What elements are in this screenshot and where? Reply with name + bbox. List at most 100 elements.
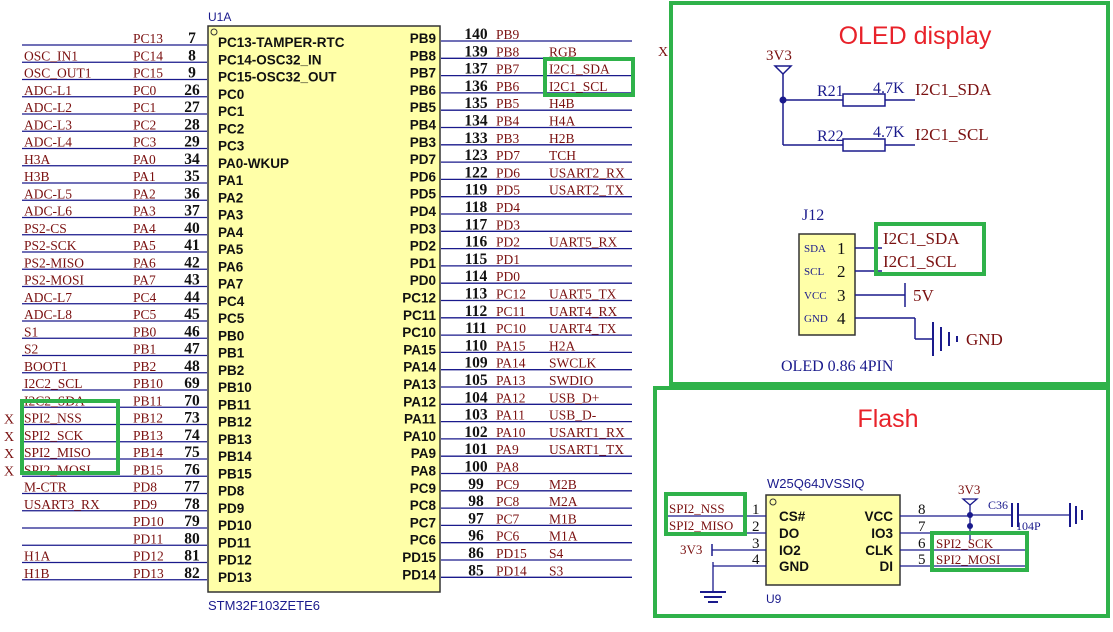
- mcu-left-pin-name: PC5: [218, 311, 245, 326]
- mcu-left-net-label: PS2-MOSI: [24, 273, 85, 288]
- mcu-left-pin-number: 69: [184, 375, 200, 392]
- mcu-left-net-label: H3B: [24, 169, 50, 184]
- flash-left-highlight-box: [664, 492, 747, 536]
- mcu-left-pin-name: PA7: [218, 277, 243, 292]
- mcu-left-pin-label: PB10: [133, 376, 163, 391]
- mcu-right-pin-label: PD0: [496, 269, 520, 284]
- mcu-right-pin-number: 135: [464, 95, 488, 112]
- flash-right-pin-name: VCC: [864, 509, 893, 524]
- mcu-right-net-label: I2C1_SDA: [549, 62, 610, 77]
- spi2-highlight-box: [20, 399, 120, 475]
- mcu-right-pin-name: PC12: [402, 291, 436, 306]
- mcu-right-net-label: SWDIO: [549, 373, 593, 388]
- mcu-left-pin-name: PA4: [218, 225, 244, 240]
- mcu-left-net-label: ADC-L6: [24, 204, 72, 219]
- mcu-right-net-label: USART2_TX: [549, 183, 624, 198]
- mcu-right-net-label: H2B: [549, 131, 575, 146]
- mcu-left-pin-name: PD10: [218, 518, 252, 533]
- mcu-left-net-label: PS2-CS: [24, 221, 67, 236]
- mcu-left-pin-label: PC13: [133, 31, 163, 46]
- j12-net-label: I2C1_SDA: [883, 229, 960, 248]
- mcu-left-net-label: SPI2_SCK: [24, 428, 84, 443]
- mcu-right-pin-number: 96: [468, 528, 484, 545]
- mcu-right-pin-name: PB3: [410, 135, 437, 150]
- mcu-left-pin-label: PA6: [133, 255, 156, 270]
- mcu-left-pin-name: PD11: [218, 535, 252, 550]
- mcu-part-number: STM32F103ZETE6: [208, 598, 320, 613]
- mcu-right-pin-name: PC6: [410, 533, 437, 548]
- mcu-right-pin-label: PA11: [496, 408, 525, 423]
- flash-right-pin-number: 5: [918, 552, 926, 568]
- mcu-right-net-label: H2A: [549, 338, 575, 353]
- mcu-right-pin-number: 133: [464, 130, 488, 147]
- mcu-left-pin-number: 43: [184, 272, 200, 289]
- mcu-right-pin-number: 102: [464, 424, 488, 441]
- r22-value: 4.7K: [873, 124, 905, 141]
- mcu-right-pin-label: PD3: [496, 217, 520, 232]
- mcu-left-pin-name: PB0: [218, 328, 244, 343]
- mcu-left-pin-number: 81: [184, 548, 200, 565]
- mcu-left-pin-label: PC14: [133, 48, 163, 63]
- ground-label: GND: [966, 330, 1003, 349]
- mcu-left-pin-number: 34: [184, 151, 200, 168]
- mcu-right-pin-label: PD2: [496, 235, 520, 250]
- mcu-left-pin-name: PB11: [218, 397, 252, 412]
- mcu-right-net-label: USART1_RX: [549, 425, 625, 440]
- j12-refdes: J12: [802, 207, 824, 224]
- mcu-right-pin-label: PB3: [496, 131, 520, 146]
- mcu-left-pin-label: PB1: [133, 342, 156, 357]
- flash-right-pin-name: CLK: [865, 543, 893, 558]
- mcu-left-pin-label: PA5: [133, 238, 156, 253]
- flash-left-net-label: 3V3: [680, 542, 702, 557]
- mcu-right-pin-name: PA15: [403, 342, 436, 357]
- flash-left-pin-number: 3: [752, 536, 760, 552]
- mcu-right-pin-number: 98: [468, 493, 484, 510]
- mcu-right-pin-name: PC10: [402, 325, 436, 340]
- mcu-left-pin-number: 48: [184, 358, 200, 375]
- mcu-body: [207, 25, 441, 593]
- mcu-left-pin-label: PC3: [133, 135, 157, 150]
- mcu-right-pin-label: PA14: [496, 356, 526, 371]
- mcu-right-net-label: UART5_TX: [549, 287, 617, 302]
- mcu-left-net-label: S1: [24, 324, 38, 339]
- mcu-right-pin-number: 122: [464, 164, 488, 181]
- mcu-right-pin-name: PB8: [410, 48, 437, 63]
- mcu-left-pin-number: 40: [184, 220, 200, 237]
- mcu-right-pin-label: PC11: [496, 304, 526, 319]
- flash-left-pin-name: DO: [779, 526, 799, 541]
- mcu-left-pin-name: PC0: [218, 87, 244, 102]
- mcu-left-pin-name: PC2: [218, 121, 244, 136]
- mcu-left-pin-label: PC5: [133, 307, 157, 322]
- mcu-right-pin-number: 117: [465, 216, 488, 233]
- flash-left-pin-name: GND: [779, 559, 809, 574]
- mcu-right-net-label: USART2_RX: [549, 165, 625, 180]
- j12-pin-number: 2: [837, 262, 846, 281]
- mcu-right-net-label: TCH: [549, 148, 576, 163]
- mcu-left-net-label: PS2-MISO: [24, 255, 84, 270]
- mcu-left-pin-name: PD13: [218, 570, 252, 585]
- mcu-right-pin-number: 105: [464, 372, 488, 389]
- mcu-right-pin-label: PB7: [496, 62, 520, 77]
- mcu-right-net-label: M1A: [549, 529, 578, 544]
- oled-panel-title: OLED display: [839, 22, 992, 50]
- mcu-right-pin-name: PD3: [410, 221, 437, 236]
- mcu-left-pin-name: PA2: [218, 190, 243, 205]
- mcu-left-pin-name: PB13: [218, 432, 252, 447]
- mcu-right-pin-number: 99: [468, 476, 484, 493]
- pin1-marker: [769, 498, 777, 506]
- mcu-left-pin-number: 74: [184, 427, 200, 444]
- mcu-left-net-label: S2: [24, 342, 38, 357]
- mcu-right-pin-name: PA14: [403, 360, 436, 375]
- mcu-left-pin-name: PA1: [218, 173, 244, 188]
- mcu-left-pin-label: PD12: [133, 549, 164, 564]
- mcu-left-pin-name: PC4: [218, 294, 245, 309]
- mcu-right-net-label: UART5_RX: [549, 235, 617, 250]
- mcu-left-pin-name: PC14-OSC32_IN: [218, 52, 322, 67]
- mcu-left-pin-number: 70: [184, 392, 200, 409]
- flash-left-pin-name: IO2: [779, 543, 801, 558]
- mcu-left-pin-name: PD12: [218, 553, 252, 568]
- flash-left-net-label: SPI2_NSS: [669, 501, 725, 516]
- mcu-right-pin-label: PA15: [496, 338, 526, 353]
